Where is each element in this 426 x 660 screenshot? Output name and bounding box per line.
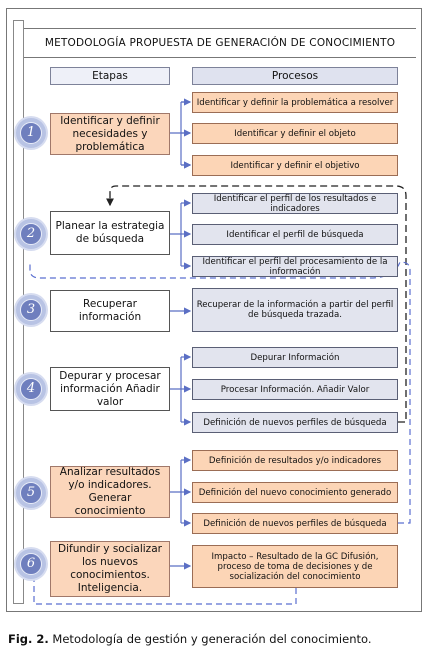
process-2-2: Identificar el perfil de búsqueda (192, 224, 398, 245)
step-number-6: 6 (20, 553, 42, 575)
process-5-1: Definición de resultados y/o indicadores (192, 450, 398, 471)
step-number-5: 5 (20, 482, 42, 504)
step-badge-5: 5 (16, 478, 46, 508)
process-4-3: Definición de nuevos perfiles de búsqued… (192, 412, 398, 433)
stage-5-box: Analizar resultados y/o indicadores. Gen… (50, 466, 170, 518)
caption-label: Fig. 2. (8, 632, 49, 646)
step-badge-2: 2 (16, 219, 46, 249)
header-etapas: Etapas (50, 67, 170, 85)
stage-6-box: Difundir y socializar los nuevos conocim… (50, 541, 170, 597)
process-1-2: Identificar y definir el objeto (192, 123, 398, 144)
stage-3-box: Recuperar información (50, 290, 170, 332)
step-badge-1: 1 (16, 118, 46, 148)
process-2-3: Identificar el perfil del procesamiento … (192, 256, 398, 277)
step-number-3: 3 (20, 299, 42, 321)
step-badge-3: 3 (16, 295, 46, 325)
step-number-1: 1 (20, 122, 42, 144)
process-2-1: Identificar el perfil de los resultados … (192, 193, 398, 214)
caption-text: Metodología de gestión y generación del … (48, 632, 372, 646)
process-6-1: Impacto – Resultado de la GC Difusión, p… (192, 545, 398, 588)
process-1-3: Identificar y definir el objetivo (192, 155, 398, 176)
process-4-1: Depurar Información (192, 347, 398, 368)
stage-2-box: Planear la estrategia de búsqueda (50, 211, 170, 255)
diagram-title: METODOLOGÍA PROPUESTA DE GENERACIÓN DE C… (24, 28, 416, 58)
process-4-2: Procesar Información. Añadir Valor (192, 379, 398, 400)
process-5-3: Definición de nuevos perfiles de búsqued… (192, 513, 398, 534)
step-number-4: 4 (20, 378, 42, 400)
step-number-2: 2 (20, 223, 42, 245)
process-5-2: Definición del nuevo conocimiento genera… (192, 482, 398, 503)
process-3-1: Recuperar de la información a partir del… (192, 288, 398, 332)
step-badge-4: 4 (16, 374, 46, 404)
step-badge-6: 6 (16, 549, 46, 579)
stage-1-box: Identificar y definir necesidades y prob… (50, 113, 170, 155)
process-1-1: Identificar y definir la problemática a … (192, 92, 398, 113)
figure-caption: Fig. 2. Metodología de gestión y generac… (8, 632, 420, 646)
header-procesos: Procesos (192, 67, 398, 85)
stage-4-box: Depurar y procesar información Añadir va… (50, 367, 170, 411)
